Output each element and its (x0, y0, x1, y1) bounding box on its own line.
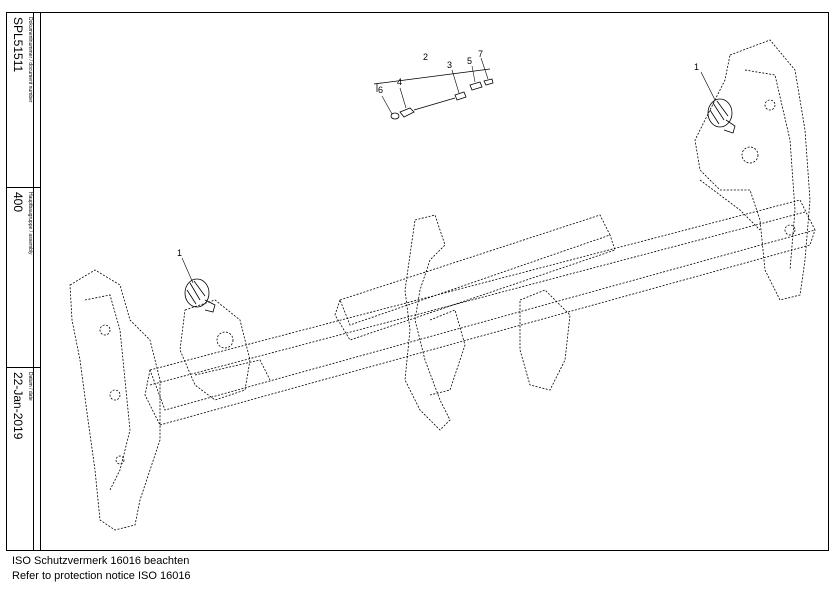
callout-7: 7 (478, 49, 483, 59)
sensor-left (184, 278, 216, 313)
date-label: Datum / date (27, 372, 33, 401)
upper-tube (334, 214, 616, 341)
callout-2: 2 (423, 52, 428, 62)
assembly-label: Hauptbaugruppe / assembly (27, 192, 33, 255)
sensor-right (707, 98, 736, 134)
doc-number-value: SPL51511 (11, 17, 25, 73)
callout-3: 3 (447, 60, 452, 70)
assembly-cell: Hauptbaugruppe / assembly 400 (7, 188, 40, 368)
callout-4: 4 (397, 77, 402, 87)
protection-notice-de: ISO Schutzvermerk 16016 beachten (12, 555, 190, 567)
middle-legs (404, 214, 571, 431)
callout-1-right: 1 (694, 62, 699, 72)
doc-number-cell: Dokumentnummer / document number SPL5151… (7, 13, 40, 188)
leader-lines (181, 57, 716, 284)
title-block-divider (33, 13, 34, 550)
date-value: 22-Jan-2019 (11, 372, 25, 440)
exploded-parts-drawing: 1 1 2 3 4 5 6 7 (69, 39, 816, 531)
doc-number-label: Dokumentnummer / document number (27, 17, 33, 103)
callout-5: 5 (467, 56, 472, 66)
main-beam (144, 199, 816, 426)
left-bracket (69, 269, 161, 531)
right-bracket (694, 39, 811, 301)
title-block: Dokumentnummer / document number SPL5151… (7, 13, 41, 550)
protection-notice-en: Refer to protection notice ISO 16016 (12, 570, 191, 582)
callout-1-left: 1 (177, 248, 182, 258)
callout-6: 6 (378, 85, 383, 95)
drawing-frame: Dokumentnummer / document number SPL5151… (6, 12, 829, 551)
left-mount (179, 299, 271, 401)
date-cell: Datum / date 22-Jan-2019 (7, 368, 40, 550)
assembly-value: 400 (11, 192, 25, 213)
cable-assembly (373, 68, 494, 120)
